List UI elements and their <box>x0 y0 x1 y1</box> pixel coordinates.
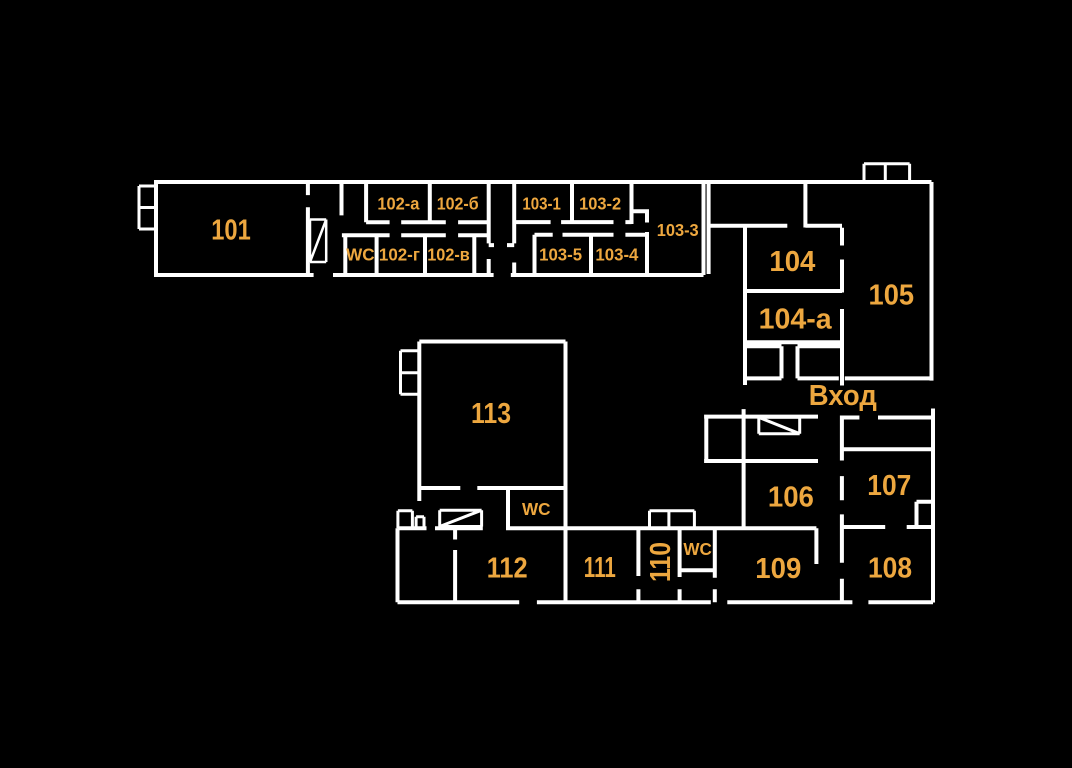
svg-text:110: 110 <box>645 542 677 582</box>
svg-text:Вход: Вход <box>809 380 877 412</box>
svg-text:103-2: 103-2 <box>579 194 621 214</box>
svg-text:112: 112 <box>487 553 528 585</box>
svg-text:108: 108 <box>868 553 912 585</box>
svg-text:103-3: 103-3 <box>657 220 699 240</box>
svg-text:WC: WC <box>346 245 375 265</box>
svg-text:101: 101 <box>211 215 251 247</box>
svg-text:WC: WC <box>683 539 712 559</box>
svg-text:107: 107 <box>867 470 911 502</box>
svg-text:105: 105 <box>869 280 915 312</box>
svg-text:103-5: 103-5 <box>539 245 582 265</box>
svg-text:111: 111 <box>584 552 616 584</box>
svg-text:102-в: 102-в <box>427 245 470 265</box>
svg-text:104-а: 104-а <box>759 303 833 335</box>
svg-text:103-1: 103-1 <box>522 194 561 214</box>
svg-text:103-4: 103-4 <box>595 245 638 265</box>
svg-text:106: 106 <box>768 481 814 513</box>
svg-text:102-б: 102-б <box>437 194 479 214</box>
svg-text:102-г: 102-г <box>379 245 420 265</box>
svg-text:109: 109 <box>755 553 801 585</box>
svg-text:WC: WC <box>522 499 551 519</box>
svg-text:102-а: 102-а <box>377 194 419 214</box>
svg-text:113: 113 <box>471 398 511 430</box>
svg-text:104: 104 <box>769 246 815 278</box>
